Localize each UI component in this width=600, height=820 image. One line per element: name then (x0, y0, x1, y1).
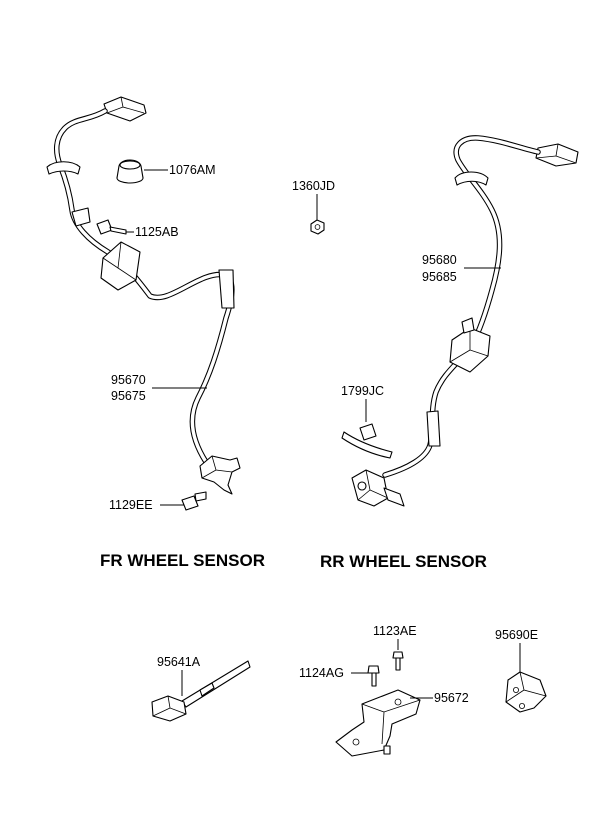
bolt-1129ee (181, 491, 207, 511)
label-1799jc: 1799JC (341, 384, 384, 398)
rr-wheel-sensor-harness (351, 135, 579, 507)
bracket-95672 (335, 689, 421, 757)
sensor-95690e (505, 671, 547, 713)
title-rr-wheel-sensor: RR WHEEL SENSOR (320, 552, 487, 571)
rr-grommet (454, 171, 489, 186)
label-95670: 95670 (111, 373, 146, 387)
bolt-1123ae (392, 651, 404, 671)
label-95641a: 95641A (157, 655, 201, 669)
bolt-1125ab (96, 219, 127, 235)
label-1076am: 1076AM (169, 163, 216, 177)
bolt-1124ag (367, 665, 380, 687)
rr-sensor-head (351, 469, 405, 507)
fr-sensor-head (199, 455, 241, 495)
sensor-95641a (151, 660, 251, 722)
rr-bracket (449, 317, 491, 373)
label-95672: 95672 (434, 691, 469, 705)
fr-grommet (46, 161, 81, 175)
grommet-1076am (116, 159, 144, 184)
rr-sleeve (426, 410, 441, 447)
fr-sleeve (218, 269, 235, 309)
label-1360jd: 1360JD (292, 179, 335, 193)
label-95690e: 95690E (495, 628, 538, 642)
label-1129ee: 1129EE (109, 498, 153, 512)
label-95685: 95685 (422, 270, 457, 284)
title-fr-wheel-sensor: FR WHEEL SENSOR (100, 551, 265, 570)
label-1123ae: 1123AE (373, 624, 417, 638)
nut-1360jd (310, 219, 325, 235)
fr-clip (71, 207, 91, 227)
rr-harness-connector (535, 143, 579, 167)
label-1125ab: 1125AB (135, 225, 179, 239)
label-1124ag: 1124AG (299, 666, 344, 680)
fr-harness-connector (103, 96, 147, 122)
fr-wheel-sensor-harness (46, 96, 241, 495)
cable-tie-1799jc (341, 423, 393, 459)
label-95680: 95680 (422, 253, 457, 267)
label-95675: 95675 (111, 389, 146, 403)
